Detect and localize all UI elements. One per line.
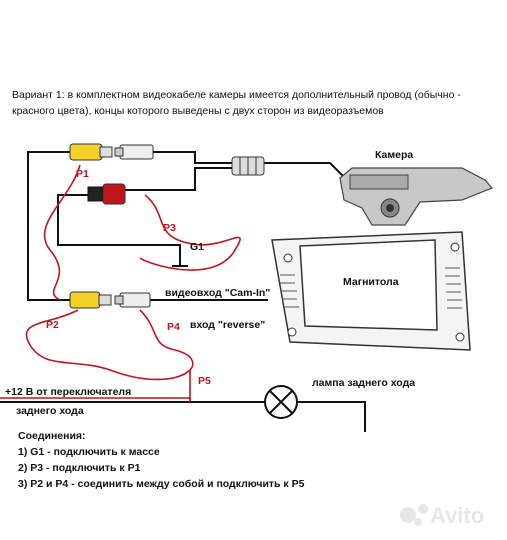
svg-text:Avito: Avito — [430, 503, 484, 528]
point-p5: P5 — [198, 375, 211, 387]
camera-label: Камера — [375, 149, 414, 161]
head-unit-label: Магнитола — [343, 276, 399, 288]
connections-title: Соединения: — [18, 430, 86, 442]
power-label-line2: заднего хода — [16, 405, 84, 417]
avito-logo: Avito — [400, 503, 484, 528]
black-wires — [0, 151, 366, 432]
connector-camera-male-white — [114, 144, 154, 160]
point-p2: P2 — [46, 319, 59, 331]
video-in-label: видеовход "Cam-In" — [165, 287, 271, 299]
ground-label: G1 — [190, 241, 205, 253]
power-label-line1: +12 В от переключателя — [5, 386, 132, 398]
point-p3: P3 — [163, 222, 176, 234]
connector-p3-red — [87, 183, 126, 205]
connection-item-2: 2) P3 - подключить к P1 — [18, 462, 141, 474]
point-p1: P1 — [76, 168, 89, 180]
connector-p2-yellow — [69, 291, 112, 309]
connection-item-3: 3) P2 и P4 - соединить между собой и под… — [18, 478, 305, 490]
point-p4: P4 — [167, 321, 180, 333]
connector-p1-female — [69, 143, 113, 161]
intro-text: Вариант 1: в комплектном видеокабеле кам… — [12, 89, 461, 117]
reverse-in-label: вход "reverse" — [190, 319, 266, 331]
connection-item-1: 1) G1 - подключить к массе — [18, 446, 160, 458]
camera-icon — [339, 167, 494, 226]
camera-plug — [231, 156, 265, 176]
connector-p4-white — [114, 292, 151, 308]
head-unit-icon — [271, 231, 471, 351]
lamp-label: лампа заднего хода — [312, 377, 416, 389]
lamp-icon — [264, 385, 298, 419]
red-wires — [0, 164, 241, 402]
